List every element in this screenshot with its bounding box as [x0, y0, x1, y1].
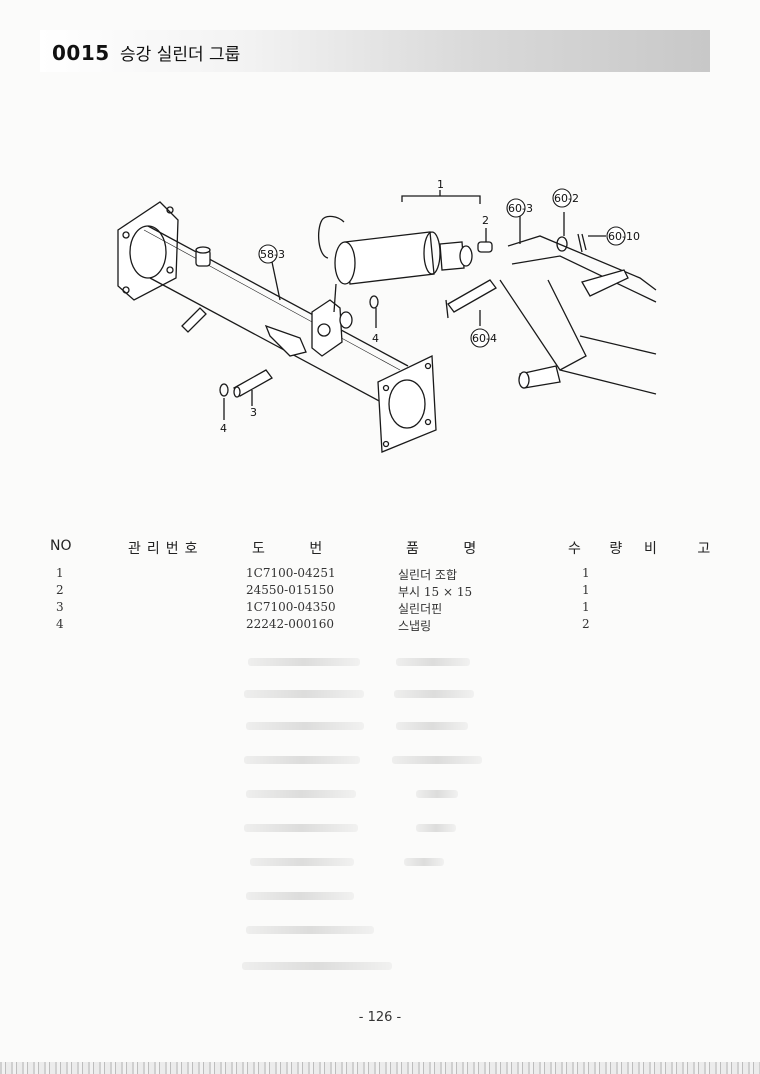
callout-60-2: 60-2 [554, 192, 579, 205]
row-no: 1 [56, 566, 64, 580]
col-part-name: 품 명 [406, 541, 497, 557]
col-no: NO [50, 538, 72, 554]
row-part-name: 실린더핀 [398, 602, 443, 616]
row-qty: 1 [582, 566, 590, 580]
group-name: 승강 실린더 그룹 [120, 45, 241, 65]
row-no: 2 [56, 583, 64, 597]
callout-60-4: 60-4 [472, 332, 497, 345]
group-code: 0015 [52, 41, 110, 65]
col-drawing-no: 도 번 [252, 541, 343, 557]
callout-58-3-marker [258, 244, 278, 264]
callout-2: 2 [482, 214, 489, 227]
scan-edge-strip [0, 1062, 760, 1074]
parts-diagram: 1 2 3 4 4 58-3 60-3 60-2 60-10 60-4 [117, 178, 657, 453]
row-part-name: 스냅링 [398, 619, 432, 633]
table-row: 1 1C7100-04251 실린더 조합 1 [0, 566, 760, 582]
page-title: 0015 승강 실린더 그룹 [52, 40, 240, 65]
row-drawing-no: 1C7100-04350 [246, 600, 336, 614]
row-qty: 2 [582, 617, 590, 631]
page-number: - 126 - [358, 1010, 402, 1025]
row-part-name: 실린더 조합 [398, 568, 458, 582]
parts-table-header: NO 관리번호 도 번 품 명 수 량 비 고 [0, 538, 760, 558]
col-remark: 비 고 [644, 541, 729, 557]
row-drawing-no: 24550-015150 [246, 583, 335, 597]
callout-4-lower: 4 [220, 422, 227, 435]
callout-1: 1 [437, 178, 444, 191]
table-row: 4 22242-000160 스냅링 2 [0, 617, 760, 633]
callout-60-10: 60-10 [608, 230, 640, 243]
callout-4-right: 4 [372, 332, 379, 345]
row-part-name: 부시 15 × 15 [398, 585, 473, 599]
row-drawing-no: 1C7100-04251 [246, 566, 336, 580]
row-qty: 1 [582, 600, 590, 614]
callout-58-3: 58-3 [260, 248, 285, 261]
col-qty: 수 량 [568, 541, 635, 557]
row-drawing-no: 22242-000160 [246, 617, 335, 631]
callout-3: 3 [250, 406, 257, 419]
row-no: 4 [56, 617, 64, 631]
header-band [40, 30, 710, 72]
row-qty: 1 [582, 583, 590, 597]
table-row: 2 24550-015150 부시 15 × 15 1 [0, 583, 760, 599]
row-no: 3 [56, 600, 64, 614]
col-mgmt-no: 관리번호 [128, 541, 204, 557]
callout-60-3: 60-3 [508, 202, 533, 215]
table-row: 3 1C7100-04350 실린더핀 1 [0, 600, 760, 616]
